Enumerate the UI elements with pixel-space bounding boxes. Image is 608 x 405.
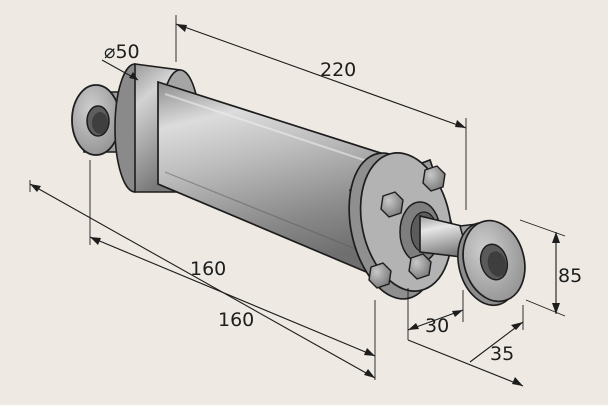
bolt-left <box>380 191 404 218</box>
dim-rod-end-offset: 35 <box>407 305 524 387</box>
dim-overall-length: 220 <box>175 15 467 210</box>
cylinder-barrel <box>157 80 391 284</box>
bolt-bottom-right <box>408 253 432 280</box>
dim-rod-end-width: 30 <box>407 288 464 340</box>
dim-length-upper-label: 160 <box>190 258 226 280</box>
dim-length-lower: 160 <box>29 180 376 379</box>
dim-bore-diameter-label: ⌀50 <box>104 41 140 63</box>
dim-overall-length-label: 220 <box>320 59 356 81</box>
bolt-bottom-left <box>368 262 392 289</box>
rod-end-eye <box>457 219 526 307</box>
dim-length-lower-label: 160 <box>218 309 254 331</box>
dim-rod-end-height: 85 <box>519 219 582 317</box>
dim-rod-end-width-label: 30 <box>425 315 449 337</box>
bolt-top <box>422 165 446 192</box>
dim-rod-end-offset-label: 35 <box>490 343 514 365</box>
dim-bore-diameter: ⌀50 <box>101 41 140 81</box>
dim-length-upper: 160 <box>89 160 376 380</box>
dim-rod-end-height-label: 85 <box>558 265 582 287</box>
